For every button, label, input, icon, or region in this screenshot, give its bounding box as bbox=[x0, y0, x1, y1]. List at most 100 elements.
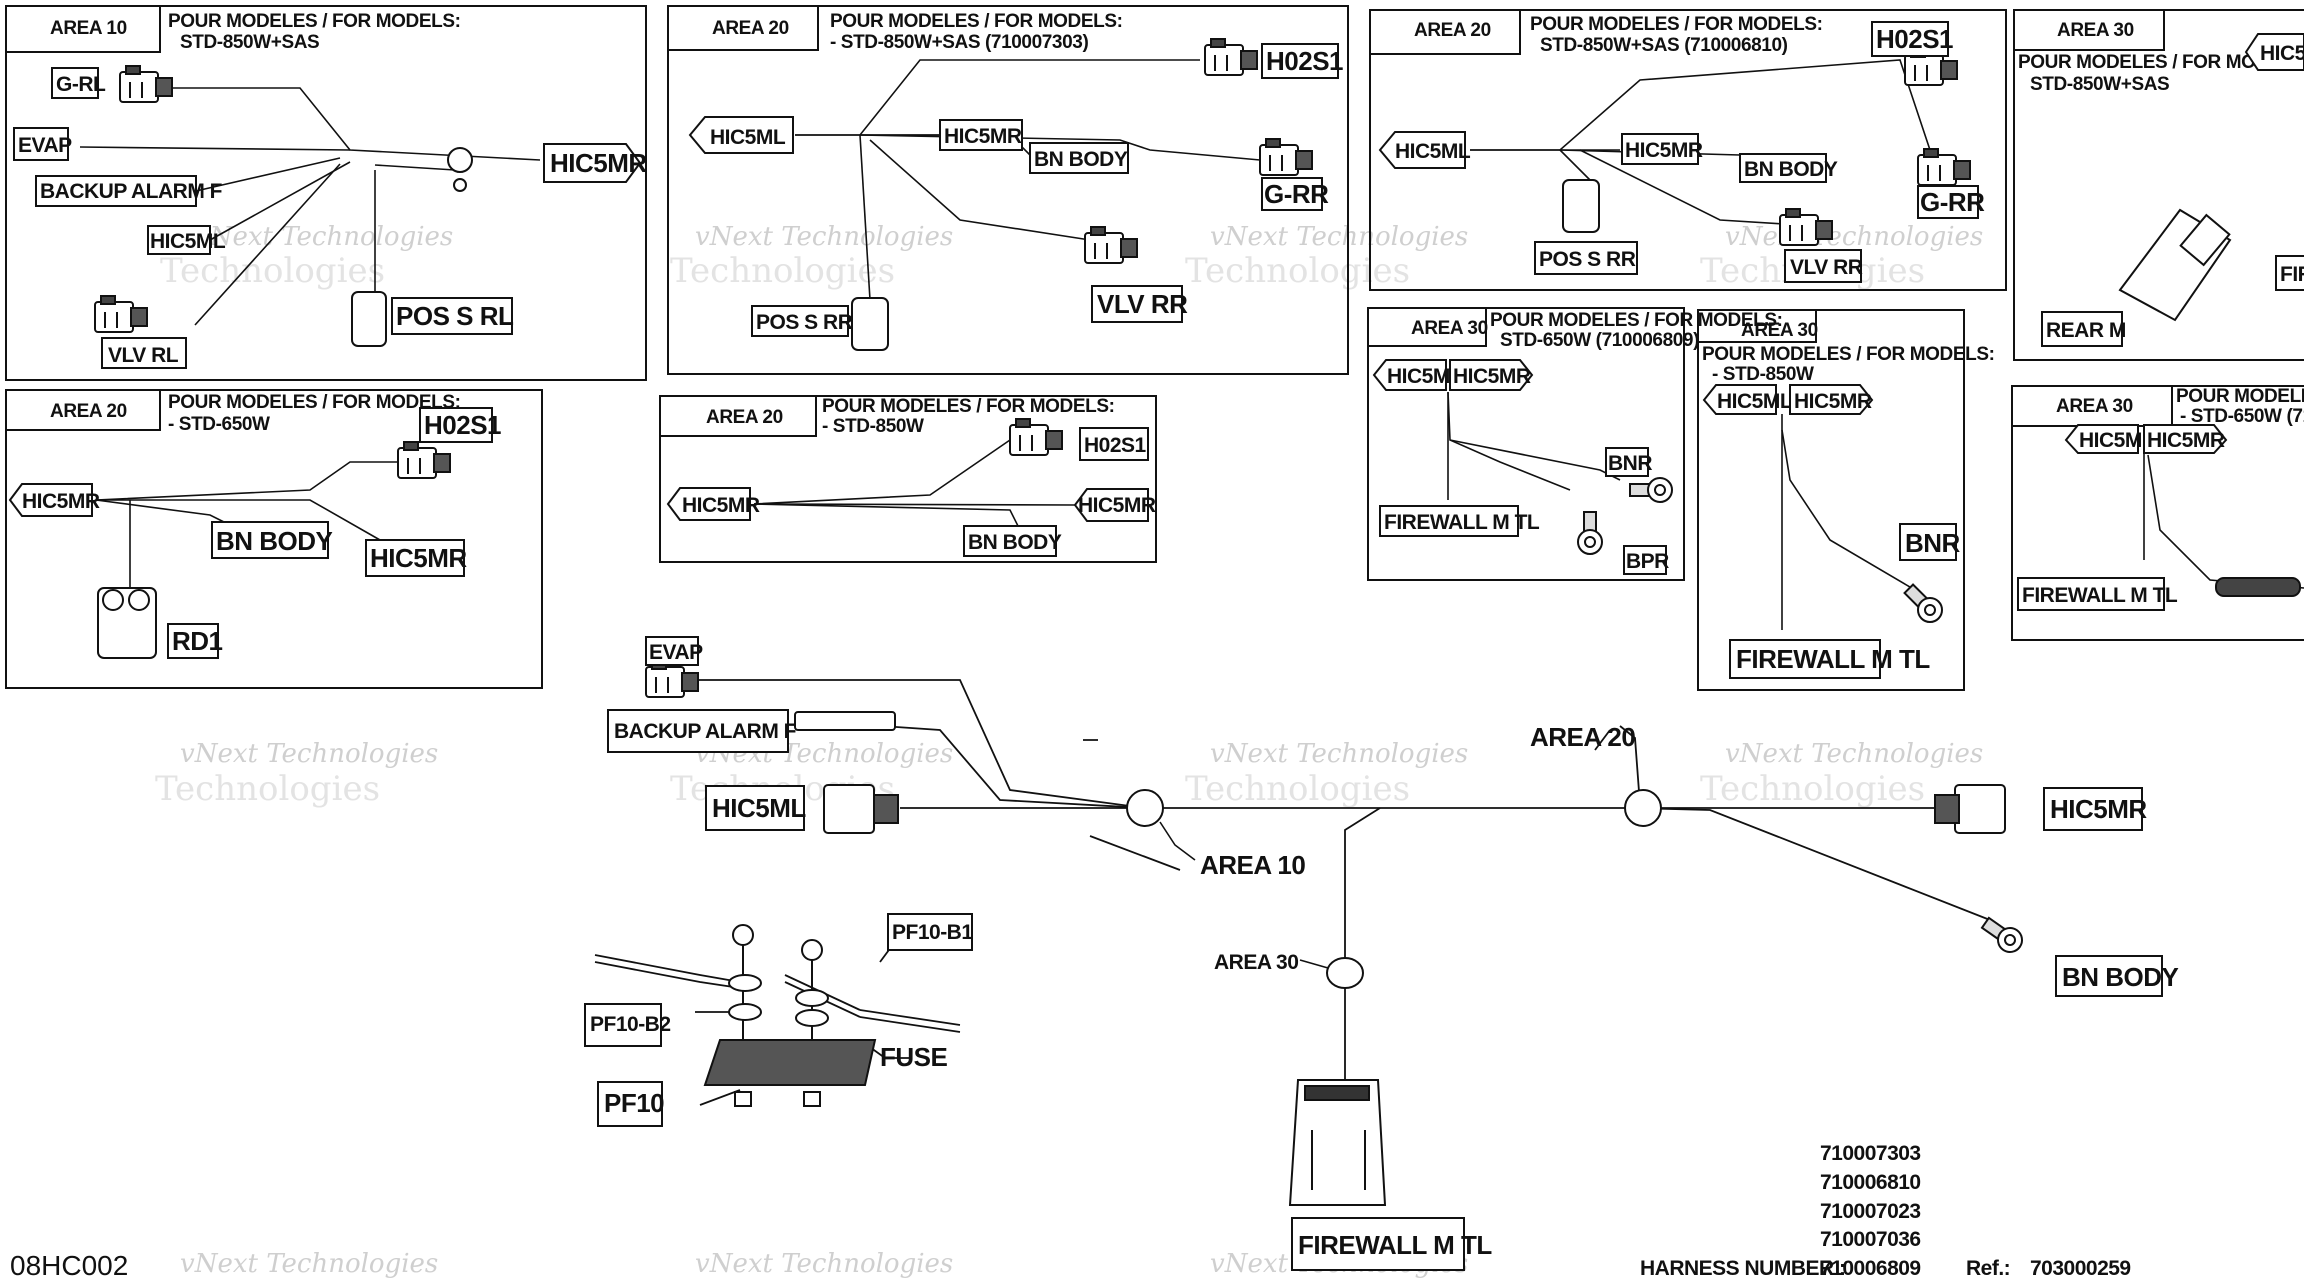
label-rd1: RD1 bbox=[172, 626, 223, 656]
watermark-text: vNext Technologies bbox=[180, 739, 438, 769]
label-vlv-rr: VLV RR bbox=[1097, 289, 1188, 319]
label-bpr: BPR bbox=[1626, 550, 1669, 573]
panel-pour-text: POUR MODELES / FOR MODELS: bbox=[2176, 386, 2304, 407]
harness-number: 710007036 bbox=[1820, 1228, 1921, 1251]
panel-area-title: AREA 20 bbox=[706, 407, 783, 428]
label-bnr: BNR bbox=[1905, 528, 1961, 558]
panel-models-text: - STD-850W+SAS (710007303) bbox=[830, 32, 1088, 53]
label-g-rl: G-RL bbox=[56, 73, 106, 96]
panel-models-text: STD-850W+SAS bbox=[180, 32, 319, 53]
panel-pour-text: POUR MODELES / FOR MODELS: bbox=[1490, 310, 1783, 331]
label-hic5ml: HIC5ML bbox=[2079, 429, 2155, 452]
label-rear-m: REAR M bbox=[2046, 319, 2126, 342]
nut-icon bbox=[734, 1091, 752, 1107]
fuse-assembly-pf10: PF10-B1 PF10-B2 FUSE PF10 bbox=[584, 913, 974, 1127]
label-pos-s-rr: POS S RR bbox=[756, 311, 853, 334]
watermark-text: Technologies bbox=[1185, 769, 1410, 809]
ref-value: 703000259 bbox=[2030, 1257, 2131, 1280]
panel-pour-text: POUR MODELES / FOR MODELS: bbox=[1530, 14, 1823, 35]
label-h02s1: H02S1 bbox=[1266, 46, 1343, 76]
label-h02s1: H02S1 bbox=[1084, 434, 1147, 457]
watermark-text: Technologies bbox=[670, 251, 895, 291]
label-evap: EVAP bbox=[18, 134, 72, 157]
label-bn-body: BN BODY bbox=[1744, 158, 1838, 181]
label-h02s1: H02S1 bbox=[424, 410, 501, 440]
connector-firewall-icon bbox=[1288, 1079, 1387, 1206]
harness-number: 710007023 bbox=[1820, 1200, 1921, 1223]
inline-connector-icon bbox=[2215, 577, 2301, 597]
panel-area-title: AREA 30 bbox=[2057, 20, 2134, 41]
harness-number: 710007303 bbox=[1820, 1142, 1921, 1165]
panel-area-title: AREA 20 bbox=[1414, 20, 1491, 41]
watermark-text: vNext Technologies bbox=[1210, 222, 1468, 252]
panel-models-text: STD-650W (710006809) bbox=[1500, 330, 1699, 351]
label-fuse: FUSE bbox=[880, 1042, 948, 1072]
label-pf10: PF10 bbox=[604, 1088, 664, 1118]
main-label-area20: AREA 20 bbox=[1530, 722, 1635, 752]
label-firewall-m-tl: FIREWALL M TL bbox=[1736, 644, 1930, 674]
panel-area20-std850w: AREA 20 POUR MODELES / FOR MODELS: - STD… bbox=[659, 395, 1157, 563]
label-vlv-rr: VLV RR bbox=[1790, 256, 1863, 279]
label-h02s1: H02S1 bbox=[1876, 24, 1953, 54]
panel-area30-std650w: AREA 30 POUR MODELES / FOR MODELS: - STD… bbox=[2011, 385, 2304, 641]
panel-pour-text: POUR MODELES / FOR MODELS: bbox=[168, 11, 461, 32]
main-label-firewall-m-tl: FIREWALL M TL bbox=[1298, 1230, 1492, 1260]
panel-area30-std850w-sas: AREA 30 POUR MODELES / FOR MODELS: STD-8… bbox=[2013, 9, 2304, 361]
watermark-group: vNext Technologies Technologies vNext Te… bbox=[155, 222, 1983, 1279]
watermark-text: vNext Technologies bbox=[195, 222, 453, 252]
panel-pour-text: POUR MODELES / FOR MODELS: bbox=[1702, 344, 1995, 365]
panel-area30-710006809: AREA 30 POUR MODELES / FOR MODELS: STD-6… bbox=[1367, 307, 1783, 581]
label-bnr: BNR bbox=[1608, 452, 1652, 475]
watermark-text: Technologies bbox=[155, 769, 380, 809]
label-hic5mr: HIC5MR bbox=[1794, 390, 1872, 413]
main-label-area10: AREA 10 bbox=[1200, 850, 1305, 880]
main-label-backup-alarm: BACKUP ALARM F bbox=[614, 720, 797, 743]
label-g-rr: G-RR bbox=[1264, 179, 1329, 209]
label-pos-s-rl: POS S RL bbox=[396, 301, 514, 331]
main-label-evap: EVAP bbox=[649, 641, 703, 664]
watermark-text: vNext Technologies bbox=[1725, 222, 1983, 252]
label-hic5mr-2: HIC5MR bbox=[370, 543, 467, 573]
label-hic5ml: HIC5ML bbox=[1395, 140, 1471, 163]
watermark-text: vNext Technologies bbox=[1725, 739, 1983, 769]
screw-icon bbox=[801, 939, 823, 961]
ref-label: Ref.: bbox=[1966, 1257, 2010, 1280]
panel-models-text: STD-850W+SAS bbox=[2030, 74, 2169, 95]
panel-area-title: AREA 20 bbox=[712, 18, 789, 39]
fuse-holder-icon bbox=[703, 1039, 877, 1086]
label-hic5ml: HIC5ML bbox=[710, 126, 786, 149]
label-bn-body: BN BODY bbox=[968, 531, 1062, 554]
panel-area10-std850w-sas: AREA 10 POUR MODELES / FOR MODELS: STD-8… bbox=[5, 5, 648, 381]
panel-models-text: STD-850W+SAS (710006810) bbox=[1540, 35, 1788, 56]
connector-icon bbox=[97, 587, 157, 659]
label-hic5mr: HIC5MR bbox=[550, 148, 647, 178]
label-hic5ml: HIC5ML bbox=[1717, 390, 1793, 413]
label-hic5mr: HIC5MR bbox=[682, 494, 760, 517]
label-hic5mr-2: HIC5MR bbox=[1078, 494, 1156, 517]
connector-icon bbox=[2118, 208, 2232, 322]
label-hic5mr: HIC5MR bbox=[1625, 139, 1703, 162]
label-hic5mr: HIC5MR bbox=[944, 125, 1022, 148]
label-hic5ml: HIC5ML bbox=[150, 230, 226, 253]
watermark-text: Technologies bbox=[1185, 251, 1410, 291]
panel-models-text: - STD-850W bbox=[822, 416, 924, 437]
label-bn-body: BN BODY bbox=[1034, 148, 1128, 171]
screw-icon bbox=[732, 924, 754, 946]
harness-number: 710006810 bbox=[1820, 1171, 1921, 1194]
label-hic5ml: HIC5ML bbox=[1387, 365, 1463, 388]
connector-hic5ml-icon bbox=[823, 784, 899, 834]
panel-area-title: AREA 10 bbox=[50, 18, 127, 39]
main-harness: EVAP BACKUP ALARM F HIC5ML HIC5MR AREA 1… bbox=[607, 636, 2179, 1271]
watermark-text: vNext Technologies bbox=[695, 1249, 953, 1279]
panel-area-title: AREA 20 bbox=[50, 401, 127, 422]
main-label-hic5mr: HIC5MR bbox=[2050, 794, 2147, 824]
panel-pour-text: POUR MODELES / FOR MODELS: bbox=[2018, 52, 2304, 73]
label-g-rr: G-RR bbox=[1920, 187, 1985, 217]
watermark-text: vNext Technologies bbox=[180, 1249, 438, 1279]
panel-models-text: - STD-650W (710007 bbox=[2180, 406, 2304, 427]
sensor-icon bbox=[794, 711, 896, 731]
panel-area30-std850w: AREA 30 POUR MODELES / FOR MODELS: - STD… bbox=[1697, 309, 1995, 691]
watermark-text: Technologies bbox=[1700, 769, 1925, 809]
panel-pour-text: POUR MODELES / FOR MODELS: bbox=[830, 11, 1123, 32]
